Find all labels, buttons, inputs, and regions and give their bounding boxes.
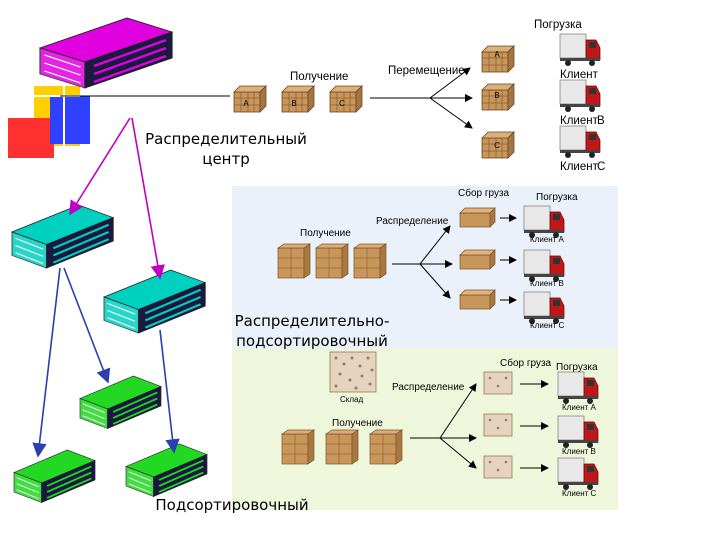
client-label-1: Клиент — [560, 69, 599, 81]
building-distribution-center — [38, 16, 174, 90]
receiving-label: Получение — [290, 71, 348, 83]
moving-label: Перемещение — [388, 65, 465, 77]
green-receiving-label: Получение — [332, 418, 383, 429]
network-arrows — [32, 117, 180, 458]
building-teal-2 — [102, 268, 207, 335]
client-label-2: Клиент — [560, 115, 599, 127]
green-cargo-label: Сбор груза — [500, 357, 552, 369]
dc-title-line2: центр — [202, 150, 250, 168]
crate-c-label: C — [339, 99, 345, 108]
decorative-squares — [8, 86, 90, 160]
green-loading-label: Погрузка — [556, 362, 598, 373]
receiving-crates: A B C — [233, 85, 363, 113]
dc-title-line1: Распределительный — [145, 130, 307, 148]
blue-client-b: Клиент B — [530, 279, 564, 288]
blue-panel-content: Сбор груза Погрузка Получение Распределе… — [277, 187, 578, 330]
building-green-2 — [12, 448, 96, 504]
moving-arrows — [370, 67, 473, 129]
sorted-crates: A B C — [481, 45, 515, 159]
top-trucks — [559, 33, 601, 159]
client-label-3: Клиент — [560, 161, 599, 173]
client-suffix-c: C — [597, 161, 605, 173]
blue-distribution-label: Распределение — [376, 216, 449, 227]
blue-receiving-label: Получение — [300, 228, 351, 239]
sorted-crate-b: B — [494, 91, 499, 100]
client-suffix-b: B — [597, 115, 605, 127]
panel-distribution-green — [232, 348, 618, 510]
sc-title: Подсортировочный — [155, 496, 308, 514]
green-client-c: Клиент C — [562, 489, 597, 498]
warehouse-label: Склад — [340, 395, 363, 404]
loading-label-top: Погрузка — [534, 19, 582, 31]
green-client-b: Клиент B — [562, 447, 596, 456]
building-green-1 — [78, 374, 162, 430]
green-client-a: Клиент A — [562, 403, 597, 412]
blue-client-c: Клиент C — [530, 321, 565, 330]
blue-loading-label: Погрузка — [536, 192, 578, 203]
blue-client-a: Клиент A — [530, 235, 565, 244]
green-panel-content: Сбор груза Погрузка Склад Распределение … — [281, 351, 599, 498]
dsc-title-line2: подсортировочный — [236, 332, 388, 350]
crate-a-label: A — [243, 99, 249, 108]
building-green-3 — [124, 442, 208, 498]
sorted-crate-a: A — [494, 50, 500, 59]
green-distribution-label: Распределение — [392, 382, 465, 393]
sorted-crate-c: C — [494, 141, 500, 150]
building-teal-1 — [10, 203, 115, 270]
dsc-title-line1: Распределительно- — [235, 312, 390, 330]
crate-b-label: B — [291, 99, 296, 108]
blue-cargo-label: Сбор груза — [458, 187, 510, 199]
